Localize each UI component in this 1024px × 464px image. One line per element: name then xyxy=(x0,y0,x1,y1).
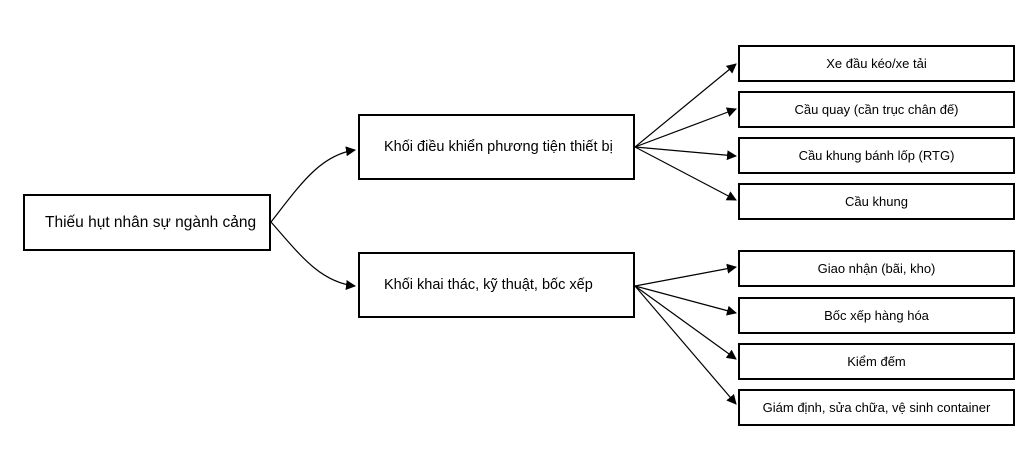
edge-operations-to-container-services xyxy=(634,285,737,405)
leaf-node-label: Giao nhận (bãi, kho) xyxy=(817,261,936,276)
leaf-node-label: Kiểm đếm xyxy=(847,354,906,369)
leaf-node-truck: Xe đầu kéo/xe tải xyxy=(738,45,1015,82)
root-node: Thiếu hụt nhân sự ngành cảng xyxy=(23,194,271,251)
branch-node-operations: Khối khai thác, kỹ thuật, bốc xếp xyxy=(358,252,635,318)
branch-node-label: Khối điều khiển phương tiện thiết bị xyxy=(384,139,613,155)
leaf-node-gantry: Cầu khung xyxy=(738,183,1015,220)
edge-root-to-branch-operations xyxy=(270,221,356,290)
leaf-node-rtg: Cầu khung bánh lốp (RTG) xyxy=(738,137,1015,174)
edge-control-to-portal-crane xyxy=(634,107,737,148)
leaf-node-container-services: Giám định, sửa chữa, vệ sinh container xyxy=(738,389,1015,426)
leaf-node-tally: Kiểm đếm xyxy=(738,343,1015,380)
edge-operations-to-tally xyxy=(634,285,737,360)
leaf-node-label: Cầu khung bánh lốp (RTG) xyxy=(798,148,955,163)
edge-operations-to-stevedoring xyxy=(634,285,737,316)
leaf-node-label: Bốc xếp hàng hóa xyxy=(824,308,929,323)
leaf-node-label: Giám định, sửa chữa, vệ sinh container xyxy=(762,400,991,415)
root-node-label: Thiếu hụt nhân sự ngành cảng xyxy=(45,213,257,231)
edge-control-to-gantry xyxy=(634,146,737,201)
leaf-node-portal-crane: Cầu quay (cần trục chân đế) xyxy=(738,91,1015,128)
edge-control-to-rtg xyxy=(634,146,737,161)
leaf-node-delivery: Giao nhận (bãi, kho) xyxy=(738,250,1015,287)
leaf-node-stevedoring: Bốc xếp hàng hóa xyxy=(738,297,1015,334)
edge-control-to-truck xyxy=(634,63,737,148)
leaf-node-label: Cầu khung xyxy=(845,194,908,209)
branch-node-label: Khối khai thác, kỹ thuật, bốc xếp xyxy=(384,277,593,293)
leaf-node-label: Cầu quay (cần trục chân đế) xyxy=(794,102,959,117)
leaf-node-label: Xe đầu kéo/xe tải xyxy=(826,56,927,71)
edge-root-to-branch-control xyxy=(270,146,356,223)
branch-node-equipment-control: Khối điều khiển phương tiện thiết bị xyxy=(358,114,635,180)
edge-operations-to-delivery xyxy=(634,263,737,287)
